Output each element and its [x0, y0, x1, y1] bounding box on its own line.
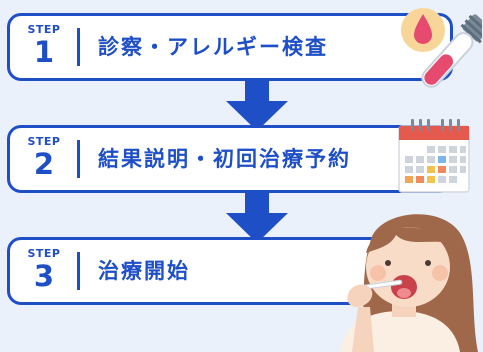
step-card-3: STEP 3 治療開始 [7, 237, 453, 305]
step-badge: STEP 1 [22, 23, 66, 69]
step-card-1: STEP 1 診察・アレルギー検査 [7, 13, 453, 81]
girl-illustration [340, 214, 478, 352]
step-badge: STEP 2 [22, 135, 66, 181]
arrow-down-icon [226, 193, 288, 243]
step-divider [77, 252, 80, 290]
calendar-icon [398, 119, 470, 193]
step-label: 治療開始 [98, 259, 190, 283]
arrow-down-icon [226, 81, 288, 131]
step-divider [77, 140, 80, 178]
step-word: STEP [27, 247, 61, 260]
step-card-2: STEP 2 結果説明・初回治療予約 [7, 125, 453, 193]
step-number: 3 [33, 259, 55, 293]
step-number: 2 [33, 147, 55, 181]
step-label: 結果説明・初回治療予約 [98, 147, 351, 171]
step-badge: STEP 3 [22, 247, 66, 293]
blood-drop-icon [414, 14, 432, 44]
step-divider [77, 28, 80, 66]
test-tube-icon [401, 8, 482, 88]
step-word: STEP [27, 23, 61, 36]
step-number: 1 [33, 35, 55, 69]
step-word: STEP [27, 135, 61, 148]
step-label: 診察・アレルギー検査 [98, 35, 328, 59]
